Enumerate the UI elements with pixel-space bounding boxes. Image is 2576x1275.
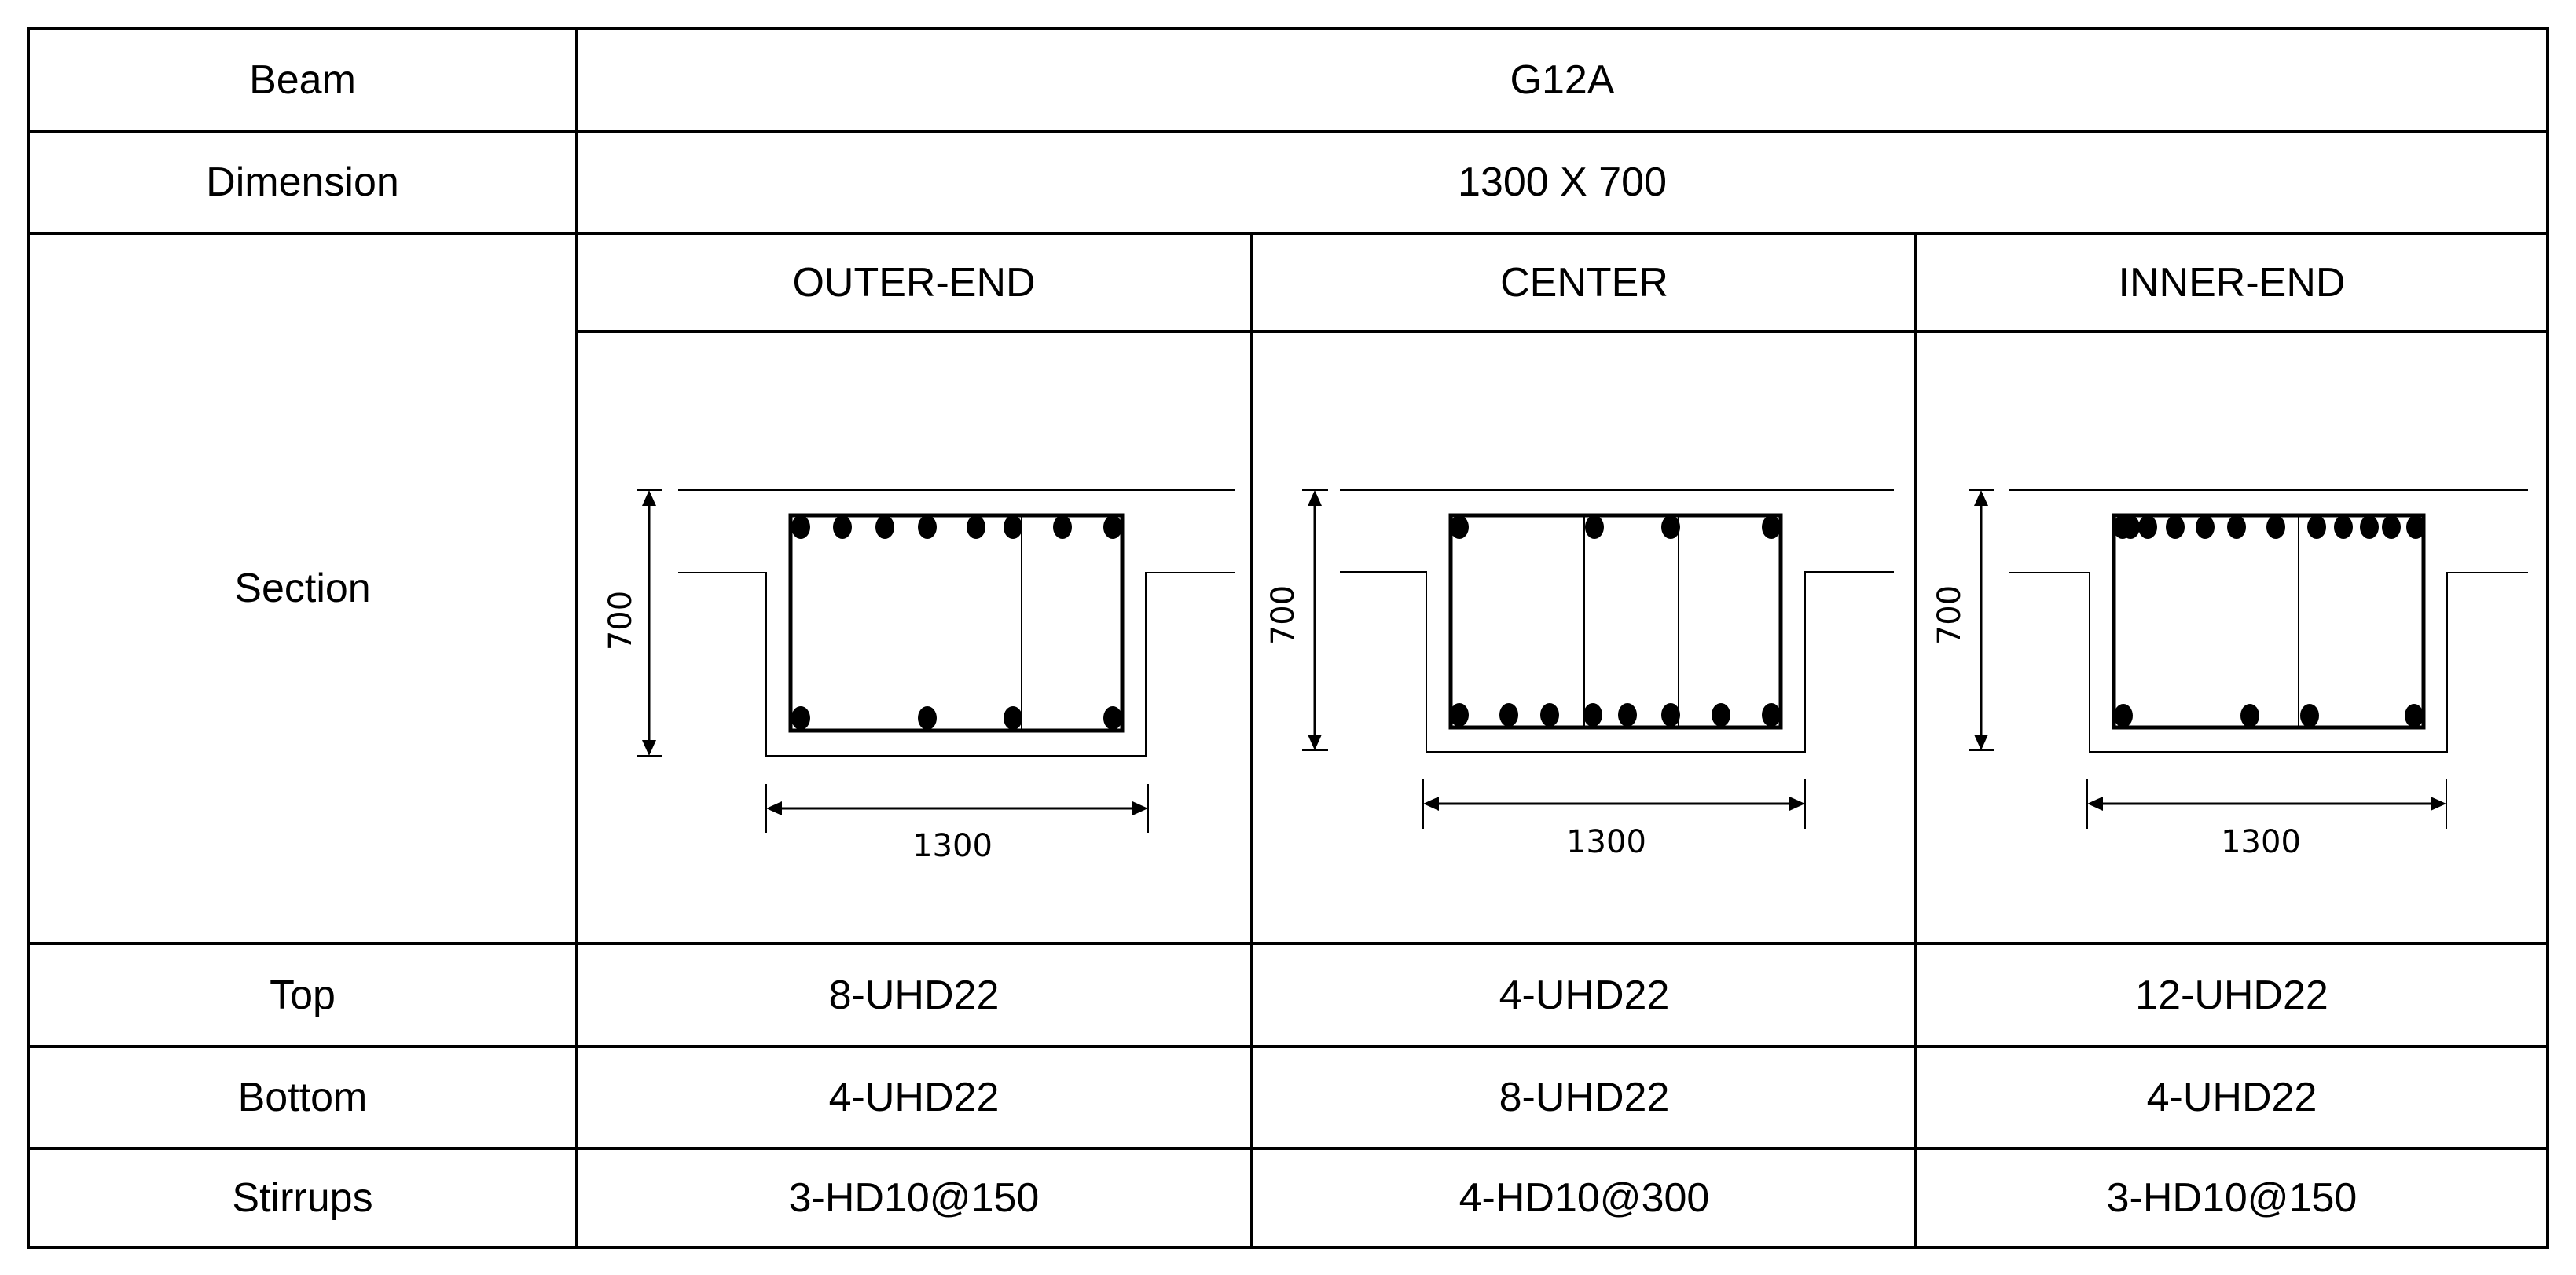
stirrups-value-outer-end: 3-HD10@150 [789, 1175, 1040, 1221]
top-bars [791, 515, 1122, 539]
rebar-dot [2266, 515, 2285, 539]
rebar-dot [2240, 704, 2259, 727]
rebar-dot [1450, 515, 1469, 539]
header-outer-end: OUTER-END [792, 260, 1035, 306]
stirrup-outer [788, 513, 1125, 733]
beam-outline [2009, 572, 2528, 753]
bottom-label: Bottom [238, 1075, 368, 1120]
arrowhead [1974, 735, 1988, 750]
bottom-value-inner-end: 4-UHD22 [2147, 1075, 2317, 1120]
rebar-dot [2382, 515, 2401, 539]
section-drawing-inner-end [1969, 489, 2528, 829]
arrowhead [2087, 797, 2103, 811]
rebar-dot [2121, 515, 2140, 539]
rebar-dot [791, 515, 810, 539]
rebar-dot [833, 515, 852, 539]
rebar-dot [1103, 706, 1122, 730]
rebar-dot [1103, 515, 1122, 539]
rebar-dot [1053, 515, 1072, 539]
dimension-label: Dimension [206, 159, 399, 205]
rebar-dot [2406, 515, 2425, 539]
arrowhead [1423, 797, 1439, 811]
rebar-dot [1762, 515, 1781, 539]
top-bars [1450, 515, 1781, 539]
beam-label: Beam [249, 57, 356, 103]
bottom-bars [2114, 704, 2424, 727]
rebar-dot [918, 515, 937, 539]
rebar-dot [1618, 703, 1637, 727]
rebar-dot [1762, 703, 1781, 727]
rebar-dot [1712, 703, 1730, 727]
rebar-dot [1585, 515, 1604, 539]
beam-outline [678, 572, 1235, 757]
rebar-dot [1004, 515, 1022, 539]
arrowhead [1132, 801, 1148, 815]
rebar-dot [2138, 515, 2157, 539]
rebar-dot [2227, 515, 2246, 539]
beam-value: G12A [1510, 57, 1615, 103]
bottom-value-center: 8-UHD22 [1499, 1075, 1670, 1120]
table-grid [27, 27, 2549, 1249]
header-center: CENTER [1500, 260, 1668, 306]
rebar-dot [1540, 703, 1559, 727]
top-value-inner-end: 12-UHD22 [2135, 973, 2328, 1018]
height-label-outer-end: 700 [603, 591, 639, 650]
arrowhead [642, 490, 656, 506]
arrowhead [642, 740, 656, 756]
rebar-dot [2114, 704, 2133, 727]
top-value-center: 4-UHD22 [1499, 973, 1670, 1018]
rebar-dot [2166, 515, 2185, 539]
bottom-value-outer-end: 4-UHD22 [829, 1075, 1000, 1120]
width-label-center: 1300 [1566, 824, 1646, 860]
arrowhead [1308, 490, 1322, 506]
arrowhead [2431, 797, 2446, 811]
height-label-center: 700 [1265, 585, 1301, 645]
rebar-dot [1499, 703, 1518, 727]
rebar-dot [1661, 703, 1680, 727]
top-value-outer-end: 8-UHD22 [829, 973, 1000, 1018]
rebar-dot [875, 515, 894, 539]
section-drawing-center [1302, 489, 1894, 829]
rebar-dot [918, 706, 937, 730]
arrowhead [1789, 797, 1805, 811]
rebar-dot [2307, 515, 2326, 539]
dimension-value: 1300 X 700 [1458, 159, 1667, 205]
bottom-bars [1450, 703, 1781, 727]
arrowhead [766, 801, 782, 815]
header-inner-end: INNER-END [2119, 260, 2346, 306]
rebar-dot [2334, 515, 2353, 539]
arrowhead [1308, 735, 1322, 750]
rebar-dot [1661, 515, 1680, 539]
stirrups-value-inner-end: 3-HD10@150 [2107, 1175, 2358, 1221]
arrowhead [1974, 490, 1988, 506]
rebar-dot [1583, 703, 1602, 727]
height-label-inner-end: 700 [1932, 585, 1968, 645]
beam-outline [1340, 571, 1894, 753]
rebar-dot [967, 515, 985, 539]
top-label: Top [270, 973, 336, 1018]
width-label-outer-end: 1300 [912, 828, 993, 864]
section-label: Section [234, 566, 370, 611]
rebar-dot [2360, 515, 2379, 539]
rebar-dot [1450, 703, 1469, 727]
rebar-dot [791, 706, 810, 730]
rebar-dot [1004, 706, 1022, 730]
rebar-dot [2196, 515, 2215, 539]
stirrups-label: Stirrups [232, 1175, 372, 1221]
stirrup-outer [2112, 513, 2426, 730]
top-bars [2113, 515, 2425, 539]
section-drawing-outer-end [637, 489, 1235, 833]
table-border [27, 27, 2549, 1249]
stirrups-value-center: 4-HD10@300 [1459, 1175, 1710, 1221]
rebar-dot [2405, 704, 2424, 727]
width-label-inner-end: 1300 [2221, 824, 2301, 860]
stirrup-outer [1448, 513, 1783, 730]
bottom-bars [791, 706, 1122, 730]
rebar-dot [2300, 704, 2319, 727]
